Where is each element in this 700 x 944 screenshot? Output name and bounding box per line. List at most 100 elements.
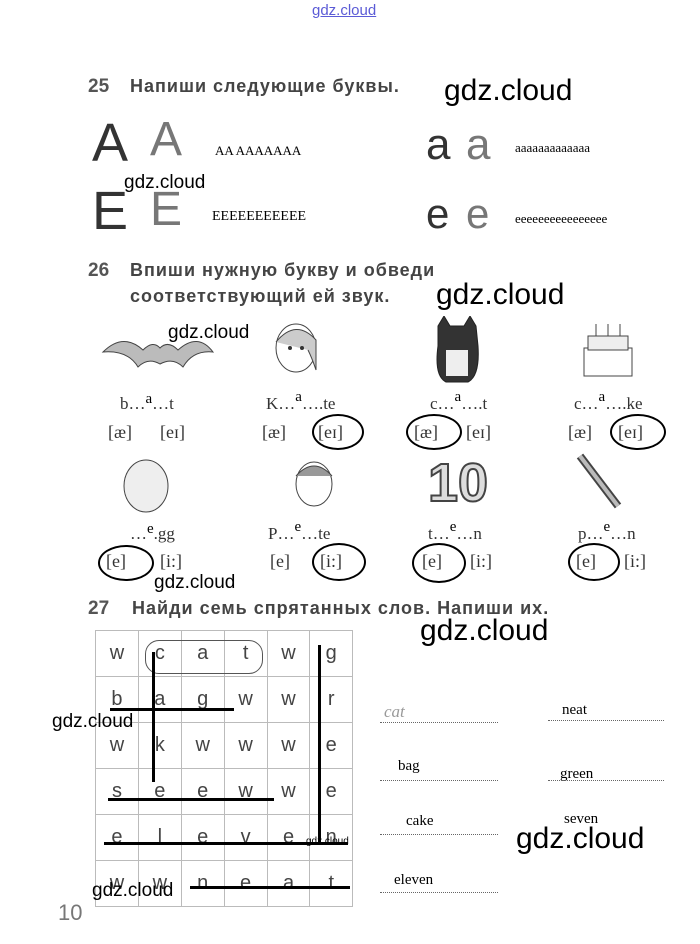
ipa-cat-ei: [eɪ] — [466, 422, 491, 442]
word-pen: p…e…n — [578, 519, 636, 543]
grid-cell: v — [223, 814, 268, 861]
cake-picture — [583, 324, 633, 377]
word-cat: c…a….t — [430, 389, 488, 413]
grid-cell: n — [309, 814, 353, 861]
grid-cell: g — [180, 676, 225, 723]
grid-cell: w — [266, 768, 311, 815]
page-number: 10 — [58, 900, 83, 925]
exercise-26-number: 26 — [88, 260, 110, 281]
answer-green: green — [560, 766, 594, 782]
word-egg: …e.gg — [130, 521, 175, 543]
circle-egg-e — [98, 545, 154, 581]
answer-seven: seven — [564, 811, 599, 827]
exercise-27-number: 27 — [88, 598, 110, 619]
bag-stroke — [110, 708, 234, 711]
ipa-pete-e: [e] — [270, 551, 290, 571]
exercise-25-title: Напиши следующие буквы. — [130, 76, 400, 96]
word-bat: b…a…t — [120, 391, 174, 413]
printed-small-a: a — [426, 120, 451, 169]
answer-line — [380, 780, 498, 781]
grid-cell: g — [309, 630, 353, 677]
grid-cell: a — [266, 860, 311, 907]
grid-cell: w — [95, 722, 139, 769]
bat-picture — [101, 341, 215, 368]
grid-cell: e — [180, 768, 225, 815]
grid-cell: l — [137, 814, 182, 861]
printed-small-e: e — [426, 190, 450, 237]
grid-cell: w — [180, 722, 225, 769]
answer-neat: neat — [562, 702, 587, 718]
grid-cell: a — [137, 676, 182, 723]
answer-eleven: eleven — [394, 872, 434, 888]
exercise-26-title-line2: соответствующий ей звук. — [130, 286, 391, 306]
traced-capital-e: E — [150, 183, 183, 236]
girl-picture — [275, 323, 317, 373]
printed-capital-e: E — [92, 181, 129, 241]
answer-small-a: aaaaaaaaaaaaa — [515, 140, 591, 155]
exercise-26-title-line1: Впиши нужную букву и обведи — [130, 260, 436, 280]
grid-cell: w — [266, 630, 311, 677]
grid-cell: w — [223, 768, 268, 815]
eleven-stroke — [104, 842, 348, 845]
circle-pen-e — [568, 543, 620, 581]
watermark-ex25-small: gdz.cloud — [124, 172, 206, 193]
grid-cell: w — [137, 860, 182, 907]
watermark-ex26: gdz.cloud — [436, 278, 565, 311]
word-pete: P…e…te — [268, 519, 331, 543]
circle-kate-ei — [312, 414, 364, 450]
neat-stroke — [190, 886, 350, 889]
word-kate: K…a….te — [266, 389, 336, 413]
ipa-bat-ei: [eɪ] — [160, 422, 185, 442]
grid-cell: c — [137, 630, 182, 677]
circle-ten-e — [412, 543, 466, 583]
answer-small-e: eeeeeeeeeeeeeeee — [515, 211, 608, 226]
grid-cell: e — [309, 768, 353, 815]
watermark-grid-tiny: gdz.cloud — [306, 836, 349, 847]
circle-cat-ae — [406, 414, 462, 450]
traced-small-a: a — [466, 120, 491, 169]
answer-line — [548, 720, 664, 721]
watermark-grid-left: gdz.cloud — [52, 711, 134, 732]
traced-small-e: e — [466, 190, 490, 237]
answer-bag: bag — [398, 758, 420, 774]
answer-line — [380, 834, 498, 835]
watermark-ex25: gdz.cloud — [444, 74, 573, 107]
boy-picture — [295, 461, 333, 507]
grid-cell: w — [223, 722, 268, 769]
printed-capital-a: A — [92, 113, 129, 173]
grid-cell: e — [95, 814, 139, 861]
grid-cell: e — [180, 814, 225, 861]
circle-pete-i — [312, 543, 366, 581]
grid-cell: w — [95, 860, 139, 907]
green-stroke — [318, 645, 321, 845]
watermark-ex26-small-2: gdz.cloud — [154, 572, 236, 593]
grid-cell: t — [309, 860, 353, 907]
ipa-ten-i: [i:] — [470, 551, 492, 571]
grid-cell: w — [223, 676, 268, 723]
word-search-grid: w c a t w g b a g w w r w k w w w e s e … — [95, 630, 353, 907]
seven-stroke — [108, 798, 274, 801]
cat-highlight — [145, 640, 263, 674]
answer-line — [380, 892, 498, 893]
egg-picture — [123, 459, 169, 513]
grid-cell: w — [266, 676, 311, 723]
ten-picture: 10 — [427, 452, 489, 514]
watermark-ex27-bottom: gdz.cloud — [516, 822, 645, 855]
traced-capital-a: A — [150, 113, 183, 166]
grid-cell: n — [180, 860, 225, 907]
exercise-27-title: Найди семь спрятанных слов. Напиши их. — [132, 598, 550, 618]
grid-cell: e — [223, 860, 268, 907]
answer-line — [380, 722, 498, 723]
answer-capital-e: EEEEEEEEEEE — [212, 209, 307, 224]
grid-cell: r — [309, 676, 353, 723]
grid-cell: e — [266, 814, 311, 861]
watermark-ex27: gdz.cloud — [420, 614, 549, 647]
ipa-kate-ae: [æ] — [262, 422, 286, 442]
top-watermark[interactable]: gdz.cloud — [312, 2, 377, 19]
answer-line — [548, 780, 664, 781]
grid-cell: w — [266, 722, 311, 769]
answer-cat: cat — [384, 702, 405, 721]
watermark-ex26-small: gdz.cloud — [168, 322, 250, 343]
grid-cell: w — [95, 630, 139, 677]
grid-cell: e — [309, 722, 353, 769]
